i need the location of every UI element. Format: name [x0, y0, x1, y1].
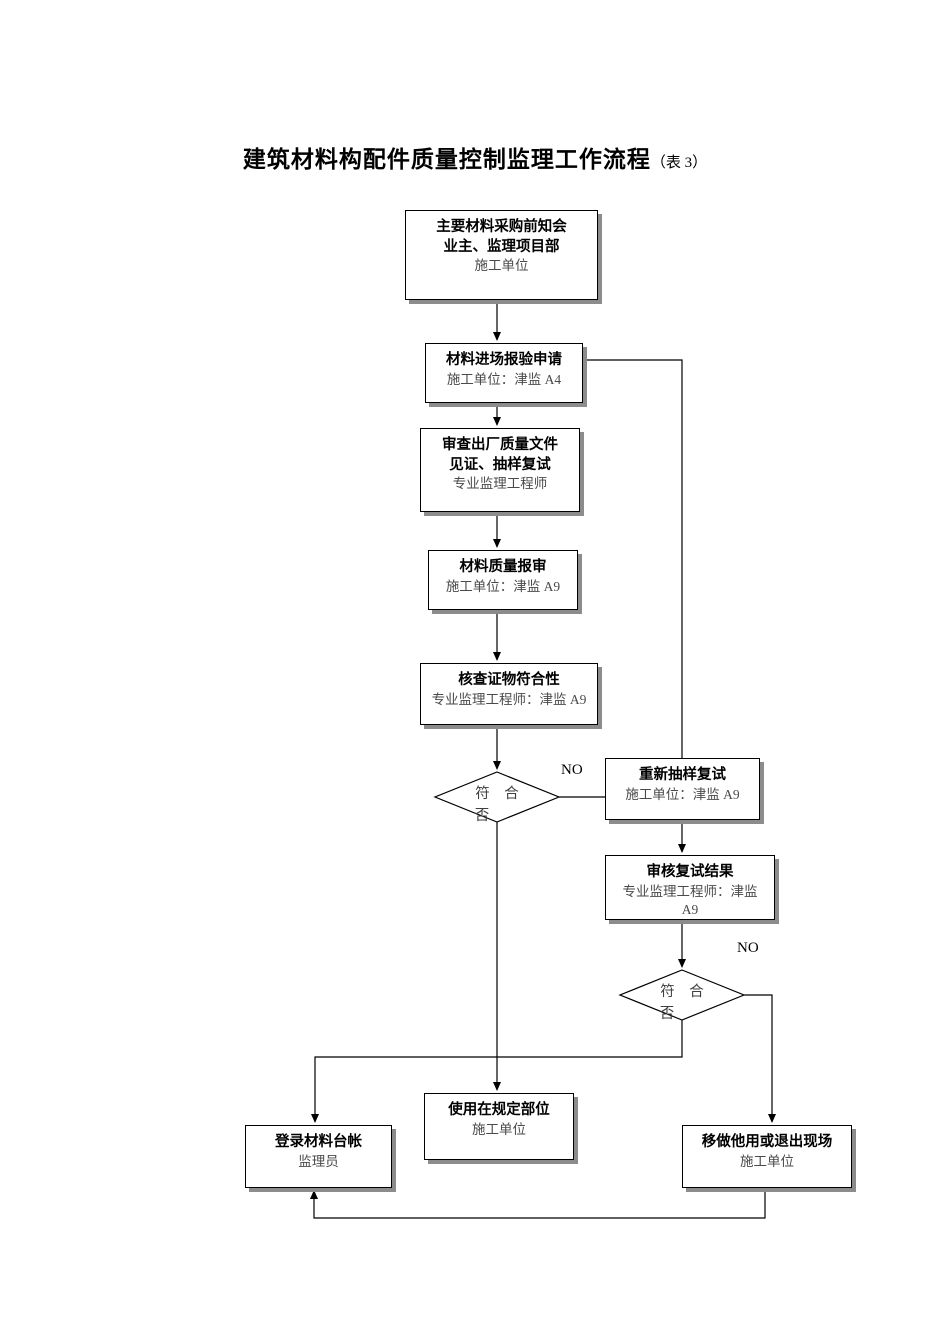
node-remove-title: 移做他用或退出现场 [701, 1134, 833, 1150]
node-remove: 移做他用或退出现场 施工单位 [682, 1125, 852, 1188]
node-review-retest-role: 专业监理工程师：津监 A9 [622, 883, 758, 917]
node-review-docs: 审查出厂质量文件 见证、抽样复试 专业监理工程师 [420, 428, 580, 512]
edge-entry-to-retest [583, 359, 683, 758]
node-retest-role: 施工单位：津监 A9 [625, 786, 740, 802]
node-notify: 主要材料采购前知会 业主、监理项目部 施工单位 [405, 210, 598, 300]
page-title: 建筑材料构配件质量控制监理工作流程（表 3） [0, 140, 950, 174]
node-verify-title: 核查证物符合性 [458, 672, 560, 688]
node-notify-title2: 业主、监理项目部 [443, 238, 560, 255]
node-verify-role: 专业监理工程师：津监 A9 [431, 691, 587, 707]
node-use-role: 施工单位 [472, 1121, 526, 1137]
node-retest: 重新抽样复试 施工单位：津监 A9 [605, 758, 760, 820]
decision1-no-char: 否 [474, 808, 490, 824]
node-remove-role: 施工单位 [740, 1153, 794, 1169]
decision2-no-label: NO [737, 940, 759, 956]
node-review-retest-title: 审核复试结果 [646, 864, 734, 880]
edge-remove-to-ledger [310, 1188, 766, 1219]
node-entry-report-title: 材料进场报验申请 [446, 352, 562, 368]
decision2-label: 符 合 [660, 984, 704, 1000]
edge-decision2-no-to-remove [744, 994, 776, 1123]
node-quality-report-role: 施工单位：津监 A9 [445, 578, 561, 594]
edge-decision2-to-ledger [311, 1020, 683, 1123]
node-review-retest: 审核复试结果 专业监理工程师：津监 A9 [605, 855, 775, 920]
decision2-diamond [618, 969, 746, 1021]
node-review-docs-role: 专业监理工程师 [452, 476, 548, 492]
page-title-suffix: （表 3） [650, 155, 708, 171]
node-retest-title: 重新抽样复试 [639, 767, 726, 783]
node-notify-role: 施工单位 [474, 258, 529, 274]
node-use-title: 使用在规定部位 [448, 1102, 550, 1118]
node-quality-report-title: 材料质量报审 [459, 559, 547, 575]
decision1-label: 符 合 [475, 786, 519, 802]
node-review-docs-title: 审查出厂质量文件 [442, 437, 558, 453]
node-review-docs-title2: 见证、抽样复试 [449, 456, 551, 473]
page-title-text: 建筑材料构配件质量控制监理工作流程 [242, 147, 651, 172]
node-ledger-role: 监理员 [298, 1153, 339, 1169]
node-use: 使用在规定部位 施工单位 [424, 1093, 574, 1160]
decision2-no-char: 否 [659, 1006, 675, 1022]
node-ledger-title: 登录材料台帐 [275, 1134, 362, 1150]
node-entry-report-role: 施工单位：津监 A4 [446, 371, 562, 387]
decision1-diamond [433, 771, 561, 823]
node-ledger: 登录材料台帐 监理员 [245, 1125, 392, 1188]
node-verify: 核查证物符合性 专业监理工程师：津监 A9 [420, 663, 598, 725]
node-entry-report: 材料进场报验申请 施工单位：津监 A4 [425, 343, 583, 403]
node-quality-report: 材料质量报审 施工单位：津监 A9 [428, 550, 578, 610]
node-notify-title: 主要材料采购前知会 [436, 219, 567, 235]
decision1-no-label: NO [561, 762, 583, 778]
